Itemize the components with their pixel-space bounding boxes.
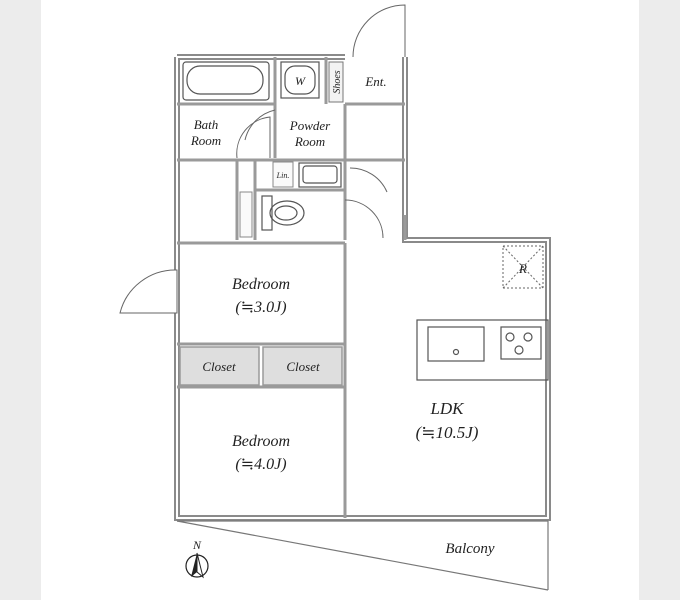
bedroom-bottom-name: Bedroom bbox=[232, 433, 290, 450]
closet-right-box bbox=[262, 346, 343, 386]
compass bbox=[185, 552, 209, 579]
refrigerator-label: R bbox=[518, 261, 527, 276]
shoes-label: Shoes bbox=[332, 70, 343, 93]
closet-left-box bbox=[179, 346, 260, 386]
compass-north-label: N bbox=[192, 538, 202, 552]
closet-right-label: Closet bbox=[286, 359, 320, 374]
bath-label-1: Bath bbox=[194, 117, 219, 132]
door-swings bbox=[119, 4, 406, 314]
kitchen-counter bbox=[416, 319, 549, 381]
shoes-cabinet bbox=[328, 61, 344, 103]
powder-label-1: Powder bbox=[289, 118, 331, 133]
entrance-label: Ent. bbox=[364, 74, 386, 89]
powder-sink bbox=[298, 162, 342, 188]
balcony-outline bbox=[176, 520, 549, 591]
refrigerator bbox=[502, 245, 544, 289]
bedroom-top-size: (≒3.0J) bbox=[235, 299, 286, 316]
washer bbox=[280, 61, 320, 99]
interior-walls bbox=[177, 57, 407, 518]
bedroom-top-name: Bedroom bbox=[232, 276, 290, 293]
bedroom-bottom-size: (≒4.0J) bbox=[235, 456, 286, 473]
balcony-label: Balcony bbox=[445, 541, 494, 557]
closet-left-label: Closet bbox=[202, 359, 236, 374]
shelf-narrow bbox=[239, 191, 253, 238]
linen-shelf bbox=[272, 161, 294, 188]
bath-label-2: Room bbox=[190, 133, 221, 148]
ldk-size: (≒10.5J) bbox=[416, 423, 479, 442]
toilet bbox=[261, 195, 305, 231]
bathtub bbox=[182, 61, 270, 101]
washer-label: W bbox=[295, 74, 306, 88]
linen-label: Lin. bbox=[276, 171, 290, 180]
powder-label-2: Room bbox=[294, 134, 325, 149]
ldk-name: LDK bbox=[429, 399, 465, 418]
